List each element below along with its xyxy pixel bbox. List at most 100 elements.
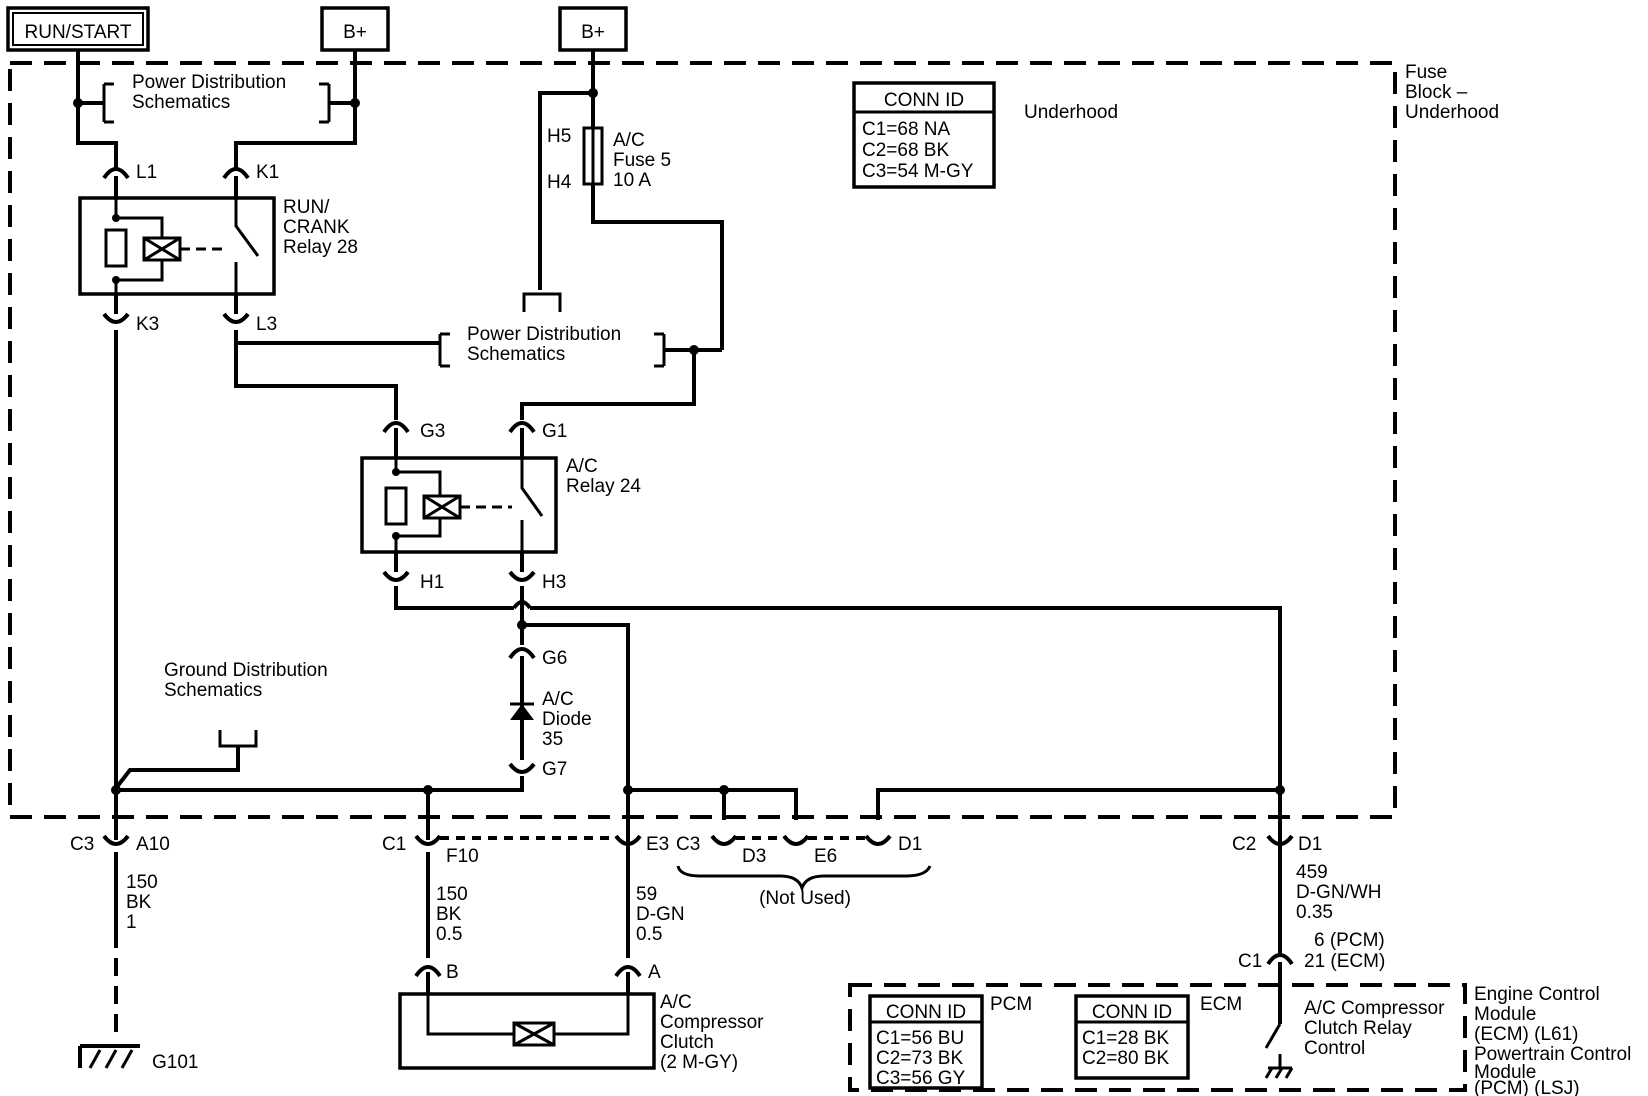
wire-150b-size: 0.5 [436, 924, 462, 945]
module-label-2: Module [1474, 1004, 1536, 1025]
fuse-pin-h4: H4 [547, 172, 572, 193]
diode-label-2: Diode [542, 709, 592, 730]
relay28-label-2: CRANK [283, 217, 350, 238]
pin-b [414, 965, 442, 978]
clutch-label-3: Clutch [660, 1032, 714, 1053]
clutch-label-1: A/C [660, 992, 692, 1013]
run-start-box: RUN/START [6, 6, 150, 52]
conn-id-fuse-block: CONN ID C1=68 NA C2=68 BK C3=54 M-GY [852, 81, 996, 189]
module-label-5: Module [1474, 1062, 1536, 1083]
pcm-conn-row: C3=56 GY [876, 1068, 966, 1089]
fuse-block-title-1: Fuse [1405, 62, 1447, 83]
pin-h1 [382, 570, 410, 582]
wire-150-circuit: 150 [126, 872, 158, 893]
module-outline [848, 983, 1467, 1092]
pin-d1b [1266, 834, 1294, 846]
run-start-label: RUN/START [25, 22, 132, 43]
relay-28: L1 K1 RUN/ CRANK Relay 28 K3 L3 [78, 162, 358, 335]
fuse5-label-2: Fuse 5 [613, 150, 671, 171]
underhood-label: Underhood [1024, 102, 1118, 123]
conn-c3-label: C3 [70, 834, 94, 855]
pin-b-label: B [446, 962, 459, 983]
wire-59-circuit: 59 [636, 884, 657, 905]
ecm-conn-header: CONN ID [1092, 1002, 1172, 1023]
ecm-conn-row: C1=28 BK [1082, 1028, 1169, 1049]
ecm-pin-label: 21 (ECM) [1304, 951, 1385, 972]
module-label-1: Engine Control [1474, 984, 1600, 1005]
ac-compressor-clutch: B A A/C Compressor Clutch (2 M-GY) [398, 962, 764, 1073]
pin-e6 [782, 834, 810, 846]
wire-150-color: BK [126, 892, 152, 913]
wire-150b-color: BK [436, 904, 462, 925]
conn-c1-label: C1 [382, 834, 406, 855]
conn-d3-label: D3 [742, 846, 766, 867]
diode-label-3: 35 [542, 729, 563, 750]
fuse-block-outline [8, 61, 1397, 819]
pin-k1 [222, 167, 250, 180]
conn-c1b-label: C1 [1238, 951, 1262, 972]
ac-diode-35: G6 A/C Diode 35 G7 [508, 620, 592, 780]
wire-59-color: D-GN [636, 904, 685, 925]
relay24-label-2: Relay 24 [566, 476, 641, 497]
conn-id-pcm: CONN ID C1=56 BU C2=73 BK C3=56 GY PCM [868, 994, 1032, 1090]
pin-l1 [102, 167, 130, 180]
pin-k3-label: K3 [136, 314, 159, 335]
fuse-block-title-3: Underhood [1405, 102, 1499, 123]
crc-label-3: Control [1304, 1038, 1365, 1059]
ground-dist-line1: Ground Distribution [164, 660, 328, 681]
pcm-conn-header: CONN ID [886, 1002, 966, 1023]
pin-l3-label: L3 [256, 314, 277, 335]
pin-g3 [382, 421, 410, 434]
pin-h3 [508, 570, 536, 582]
pcm-conn-row: C1=56 BU [876, 1028, 964, 1049]
conn-f10-label: F10 [446, 846, 479, 867]
conn-id-row: C1=68 NA [862, 119, 951, 140]
pin-l3 [222, 312, 250, 324]
wire-459-color: D-GN/WH [1296, 882, 1381, 903]
pin-h1-label: H1 [420, 572, 444, 593]
ground-g101-label: G101 [152, 1052, 198, 1073]
pin-h3-label: H3 [542, 572, 566, 593]
fuse-block-title-2: Block – [1405, 82, 1468, 103]
wire-459-circuit: 459 [1296, 862, 1328, 883]
wire-150-size: 1 [126, 912, 137, 933]
pin-g7 [508, 762, 536, 774]
pin-g3-label: G3 [420, 421, 445, 442]
pin-g1-label: G1 [542, 421, 567, 442]
conn-c2-label: C2 [1232, 834, 1256, 855]
pin-k3 [102, 312, 130, 324]
conn-id-header: CONN ID [884, 90, 964, 111]
conn-a10-label: A10 [136, 834, 170, 855]
pin-k1-label: K1 [256, 162, 279, 183]
bplus-label-2: B+ [581, 22, 605, 43]
pcm-tag: PCM [990, 994, 1032, 1015]
fuse-pin-h5: H5 [547, 126, 571, 147]
pin-f10 [414, 834, 442, 846]
crc-label-2: Clutch Relay [1304, 1018, 1412, 1039]
pin-a10 [102, 834, 130, 846]
ground-dist-line2: Schematics [164, 680, 262, 701]
ground-g101: G101 [78, 1044, 198, 1073]
conn-id-ecm: CONN ID C1=28 BK C2=80 BK ECM [1074, 994, 1242, 1080]
pin-g6 [508, 647, 536, 660]
module-label: Engine Control Module (ECM) (L61) Powert… [1474, 984, 1631, 1096]
pin-a [614, 965, 642, 978]
ecm-tag: ECM [1200, 994, 1242, 1015]
fuse5-label-3: 10 A [613, 170, 651, 191]
pin-d3 [710, 834, 738, 846]
pcm-pin-label: 6 (PCM) [1314, 930, 1385, 951]
diode-label-1: A/C [542, 689, 574, 710]
conn-id-row: C2=68 BK [862, 140, 949, 161]
pin-g1 [508, 421, 536, 434]
conn-c3b-label: C3 [676, 834, 700, 855]
pin-g7-label: G7 [542, 759, 567, 780]
module-label-4: Powertrain Control [1474, 1044, 1631, 1065]
conn-d1b-label: D1 [1298, 834, 1322, 855]
ecm-conn-row: C2=80 BK [1082, 1048, 1169, 1069]
fuse5-label-1: A/C [613, 130, 645, 151]
pin-l1-label: L1 [136, 162, 157, 183]
conn-e3-label: E3 [646, 834, 669, 855]
crc-label-1: A/C Compressor [1304, 998, 1445, 1019]
